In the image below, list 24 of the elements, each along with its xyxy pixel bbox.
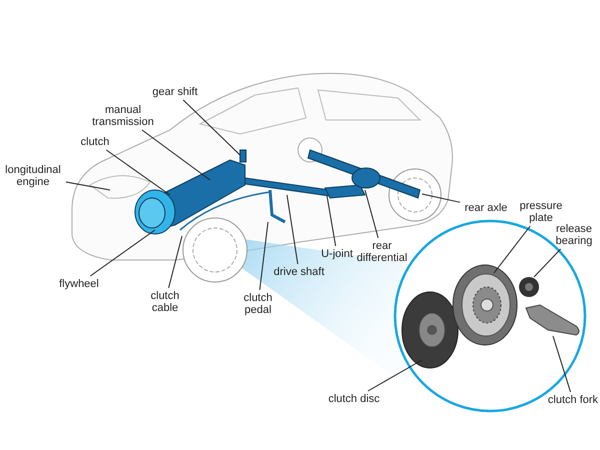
part-label: clutch pedal: [236, 292, 280, 316]
part-label: clutch cable: [143, 290, 187, 314]
leader-line: [90, 230, 156, 276]
leader-line: [326, 196, 336, 246]
leader-line: [364, 190, 379, 238]
part-label: clutch: [78, 136, 112, 148]
part-label: manual transmission: [90, 104, 156, 128]
part-label: release bearing: [548, 223, 600, 247]
leader-line: [142, 130, 210, 180]
part-label: longitudinal engine: [2, 164, 64, 188]
leader-line: [182, 100, 240, 156]
part-label: rear axle: [462, 202, 510, 214]
leader-line: [494, 226, 531, 274]
part-label: gear shift: [148, 86, 202, 98]
part-label: drive shaft: [272, 266, 326, 278]
leader-line: [66, 182, 110, 190]
leader-line: [552, 336, 571, 392]
part-label: flywheel: [56, 278, 102, 290]
leader-line: [286, 194, 298, 264]
part-label: clutch fork: [546, 394, 600, 406]
leader-line: [168, 236, 182, 288]
leader-line: [367, 360, 422, 392]
part-label: clutch disc: [328, 393, 380, 405]
leader-line: [106, 150, 170, 196]
